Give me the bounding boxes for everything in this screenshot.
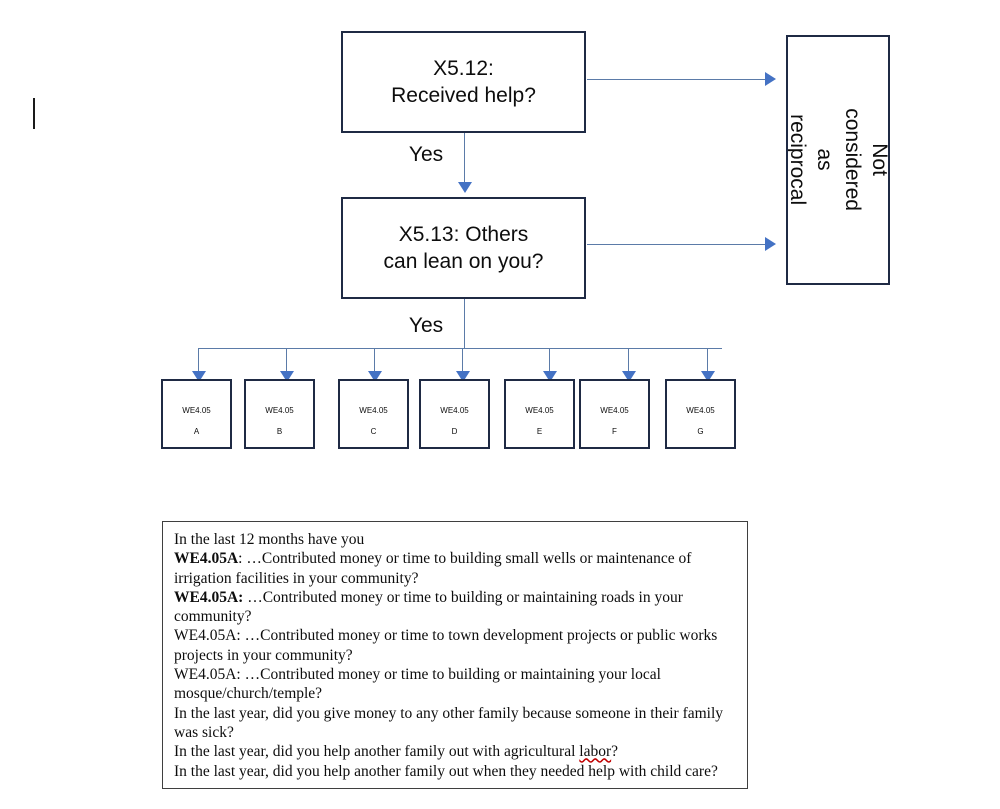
- branch-label-yes-1: Yes: [408, 143, 444, 166]
- question-item-5-text: In the last year, did you give money to …: [174, 704, 724, 741]
- question-item-2-text: …Contributed money or time to building o…: [174, 588, 683, 626]
- arrowhead-leaf-d: [456, 371, 470, 382]
- leaf-box-b[interactable]: WE4.05 B: [244, 379, 315, 449]
- arrowhead-leaf-b: [280, 371, 294, 382]
- outcome-box-not-reciprocal[interactable]: Not considered as reciprocal: [786, 35, 890, 285]
- question-item-7-text: In the last year, did you help another f…: [174, 762, 718, 780]
- leaf-box-c-label: WE4.05 C: [359, 395, 387, 438]
- leaf-box-a-letter: A: [193, 427, 200, 437]
- decision-box-x512-label: X5.12: Received help?: [391, 56, 536, 107]
- arrowhead-leaf-f: [622, 371, 636, 382]
- question-panel-body: In the last 12 months have you WE4.05A: …: [163, 522, 747, 781]
- arrowhead-x512-to-x513: [458, 182, 472, 193]
- question-item-6-text-before: In the last year, did you help another f…: [174, 743, 580, 761]
- question-item-6-text-after: ?: [611, 743, 619, 761]
- question-item-6: In the last year, did you help another f…: [174, 742, 736, 761]
- decision-box-x512[interactable]: X5.12: Received help?: [341, 31, 586, 133]
- arrowhead-x512-to-side: [765, 72, 776, 86]
- leaf-box-a[interactable]: WE4.05 A: [161, 379, 232, 449]
- arrowhead-x513-to-side: [765, 237, 776, 251]
- leaf-box-e-letter: E: [536, 427, 543, 437]
- connector-drop-b: [286, 348, 287, 373]
- question-item-6-misspelled-word: labor: [579, 743, 612, 761]
- connector-drop-f: [628, 348, 629, 373]
- leaf-box-c[interactable]: WE4.05 C: [338, 379, 409, 449]
- leaf-box-g-code: WE4.05: [686, 405, 715, 415]
- leaf-box-g-label: WE4.05 G: [686, 395, 714, 438]
- leaf-box-g-letter: G: [697, 427, 704, 437]
- question-item-3: WE4.05A: …Contributed money or time to t…: [174, 626, 736, 665]
- leaf-box-b-label: WE4.05 B: [265, 395, 293, 438]
- leaf-box-d-label: WE4.05 D: [440, 395, 468, 438]
- question-item-2-code: WE4.05A:: [174, 588, 244, 606]
- arrowhead-leaf-e: [543, 371, 557, 382]
- leaf-box-c-code: WE4.05: [359, 405, 388, 415]
- question-item-7: In the last year, did you help another f…: [174, 762, 736, 781]
- leaf-box-e[interactable]: WE4.05 E: [504, 379, 575, 449]
- connector-drop-d: [462, 348, 463, 373]
- leaf-box-f-letter: F: [612, 427, 617, 437]
- connector-x512-to-side: [587, 79, 765, 80]
- question-item-3-code: WE4.05A:: [174, 627, 241, 645]
- connector-stem-x513: [464, 299, 465, 348]
- question-panel[interactable]: In the last 12 months have you WE4.05A: …: [162, 521, 748, 789]
- leaf-box-f-code: WE4.05: [600, 405, 629, 415]
- leaf-box-d-code: WE4.05: [440, 405, 469, 415]
- leaf-box-a-code: WE4.05: [182, 405, 211, 415]
- question-item-3-text: …Contributed money or time to town devel…: [174, 627, 718, 664]
- arrowhead-leaf-g: [701, 371, 715, 382]
- question-item-2: WE4.05A: …Contributed money or time to b…: [174, 588, 736, 627]
- question-item-5: In the last year, did you give money to …: [174, 704, 736, 743]
- leaf-box-g[interactable]: WE4.05 G: [665, 379, 736, 449]
- leaf-box-d-letter: D: [451, 427, 458, 437]
- question-item-1-code: WE4.05A: [174, 550, 239, 568]
- leaf-box-c-letter: C: [370, 427, 377, 437]
- connector-drop-g: [707, 348, 708, 373]
- leaf-box-f-label: WE4.05 F: [600, 395, 628, 438]
- question-item-1: WE4.05A: …Contributed money or time to b…: [174, 549, 736, 588]
- connector-drop-c: [374, 348, 375, 373]
- branch-label-yes-2: Yes: [408, 314, 444, 337]
- arrowhead-leaf-a: [192, 371, 206, 382]
- leaf-box-b-letter: B: [276, 427, 283, 437]
- question-item-4: WE4.05A: …Contributed money or time to b…: [174, 665, 736, 704]
- leaf-box-d[interactable]: WE4.05 D: [419, 379, 490, 449]
- connector-distribution-bus: [198, 348, 722, 349]
- leaf-box-e-label: WE4.05 E: [525, 395, 553, 438]
- outcome-box-not-reciprocal-label: Not considered as reciprocal: [786, 108, 890, 212]
- connector-x513-to-side: [587, 244, 765, 245]
- leaf-box-b-code: WE4.05: [265, 405, 294, 415]
- connector-x512-to-x513: [464, 133, 465, 184]
- question-item-4-code: WE4.05A:: [174, 666, 241, 684]
- leaf-box-a-label: WE4.05 A: [182, 395, 210, 438]
- question-intro: In the last 12 months have you: [174, 531, 365, 548]
- decision-box-x513-label: X5.13: Others can lean on you?: [383, 222, 544, 273]
- arrowhead-leaf-c: [368, 371, 382, 382]
- decision-box-x513[interactable]: X5.13: Others can lean on you?: [341, 197, 586, 299]
- question-item-1-separator: :: [238, 550, 247, 568]
- connector-drop-e: [549, 348, 550, 373]
- leaf-box-e-code: WE4.05: [525, 405, 554, 415]
- leaf-box-f[interactable]: WE4.05 F: [579, 379, 650, 449]
- question-item-4-text: …Contributed money or time to building o…: [174, 666, 661, 703]
- connector-drop-a: [198, 348, 199, 373]
- text-caret: [33, 98, 35, 129]
- question-item-1-text: …Contributed money or time to building s…: [174, 550, 692, 587]
